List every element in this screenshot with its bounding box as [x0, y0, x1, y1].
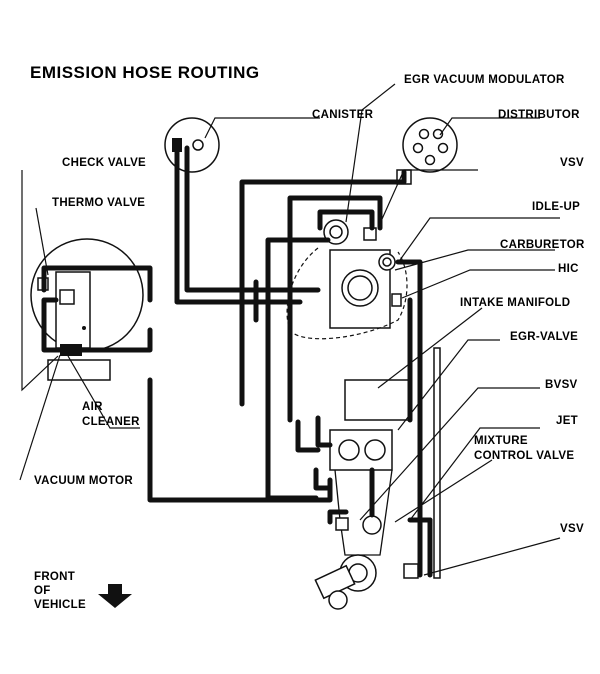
- dipstick-tube: [433, 347, 441, 579]
- leader-lines: [19, 83, 561, 576]
- label-front-1: FRONT: [34, 571, 75, 583]
- intake-manifold-part: [329, 379, 411, 556]
- vacuum-hoses: [41, 145, 433, 578]
- thermostat-housing-part: [314, 554, 377, 610]
- front-arrow-icon: [98, 584, 132, 608]
- label-vsv-bottom: VSV: [560, 523, 584, 535]
- labels: EGR VACUUM MODULATOR CANISTER DISTRIBUTO…: [34, 74, 585, 611]
- mixture-control-valve-part: [335, 515, 382, 535]
- label-intake-manifold: INTAKE MANIFOLD: [460, 297, 570, 309]
- label-air-cleaner-1: AIR: [82, 401, 103, 413]
- label-carburetor: CARBURETOR: [500, 239, 585, 251]
- label-egr-valve: EGR-VALVE: [510, 331, 578, 343]
- label-front-3: VEHICLE: [34, 599, 86, 611]
- label-hic: HIC: [558, 263, 579, 275]
- label-idle-up: IDLE-UP: [532, 201, 580, 213]
- label-distributor: DISTRIBUTOR: [498, 109, 580, 121]
- label-vacuum-motor: VACUUM MOTOR: [34, 475, 133, 487]
- label-canister: CANISTER: [312, 109, 374, 121]
- label-mixture-2: CONTROL VALVE: [474, 450, 574, 462]
- air-cleaner-part: [30, 238, 144, 381]
- diagram-title: EMISSION HOSE ROUTING: [30, 63, 260, 82]
- vsv-bottom-part: [403, 563, 419, 579]
- label-front-2: OF: [34, 585, 51, 597]
- carburetor-part: [329, 249, 396, 329]
- vsv-top-part: [363, 227, 377, 241]
- label-air-cleaner-2: CLEANER: [82, 416, 140, 428]
- label-mixture-1: MIXTURE: [474, 435, 528, 447]
- label-jet: JET: [556, 415, 578, 427]
- label-bvsv: BVSV: [545, 379, 578, 391]
- label-vsv-top: VSV: [560, 157, 584, 169]
- hic-part: [391, 293, 402, 307]
- egr-vacuum-modulator-part: [323, 219, 349, 245]
- label-egr-vacuum-modulator: EGR VACUUM MODULATOR: [404, 74, 565, 86]
- label-thermo-valve: THERMO VALVE: [52, 197, 145, 209]
- label-check-valve: CHECK VALVE: [62, 157, 146, 169]
